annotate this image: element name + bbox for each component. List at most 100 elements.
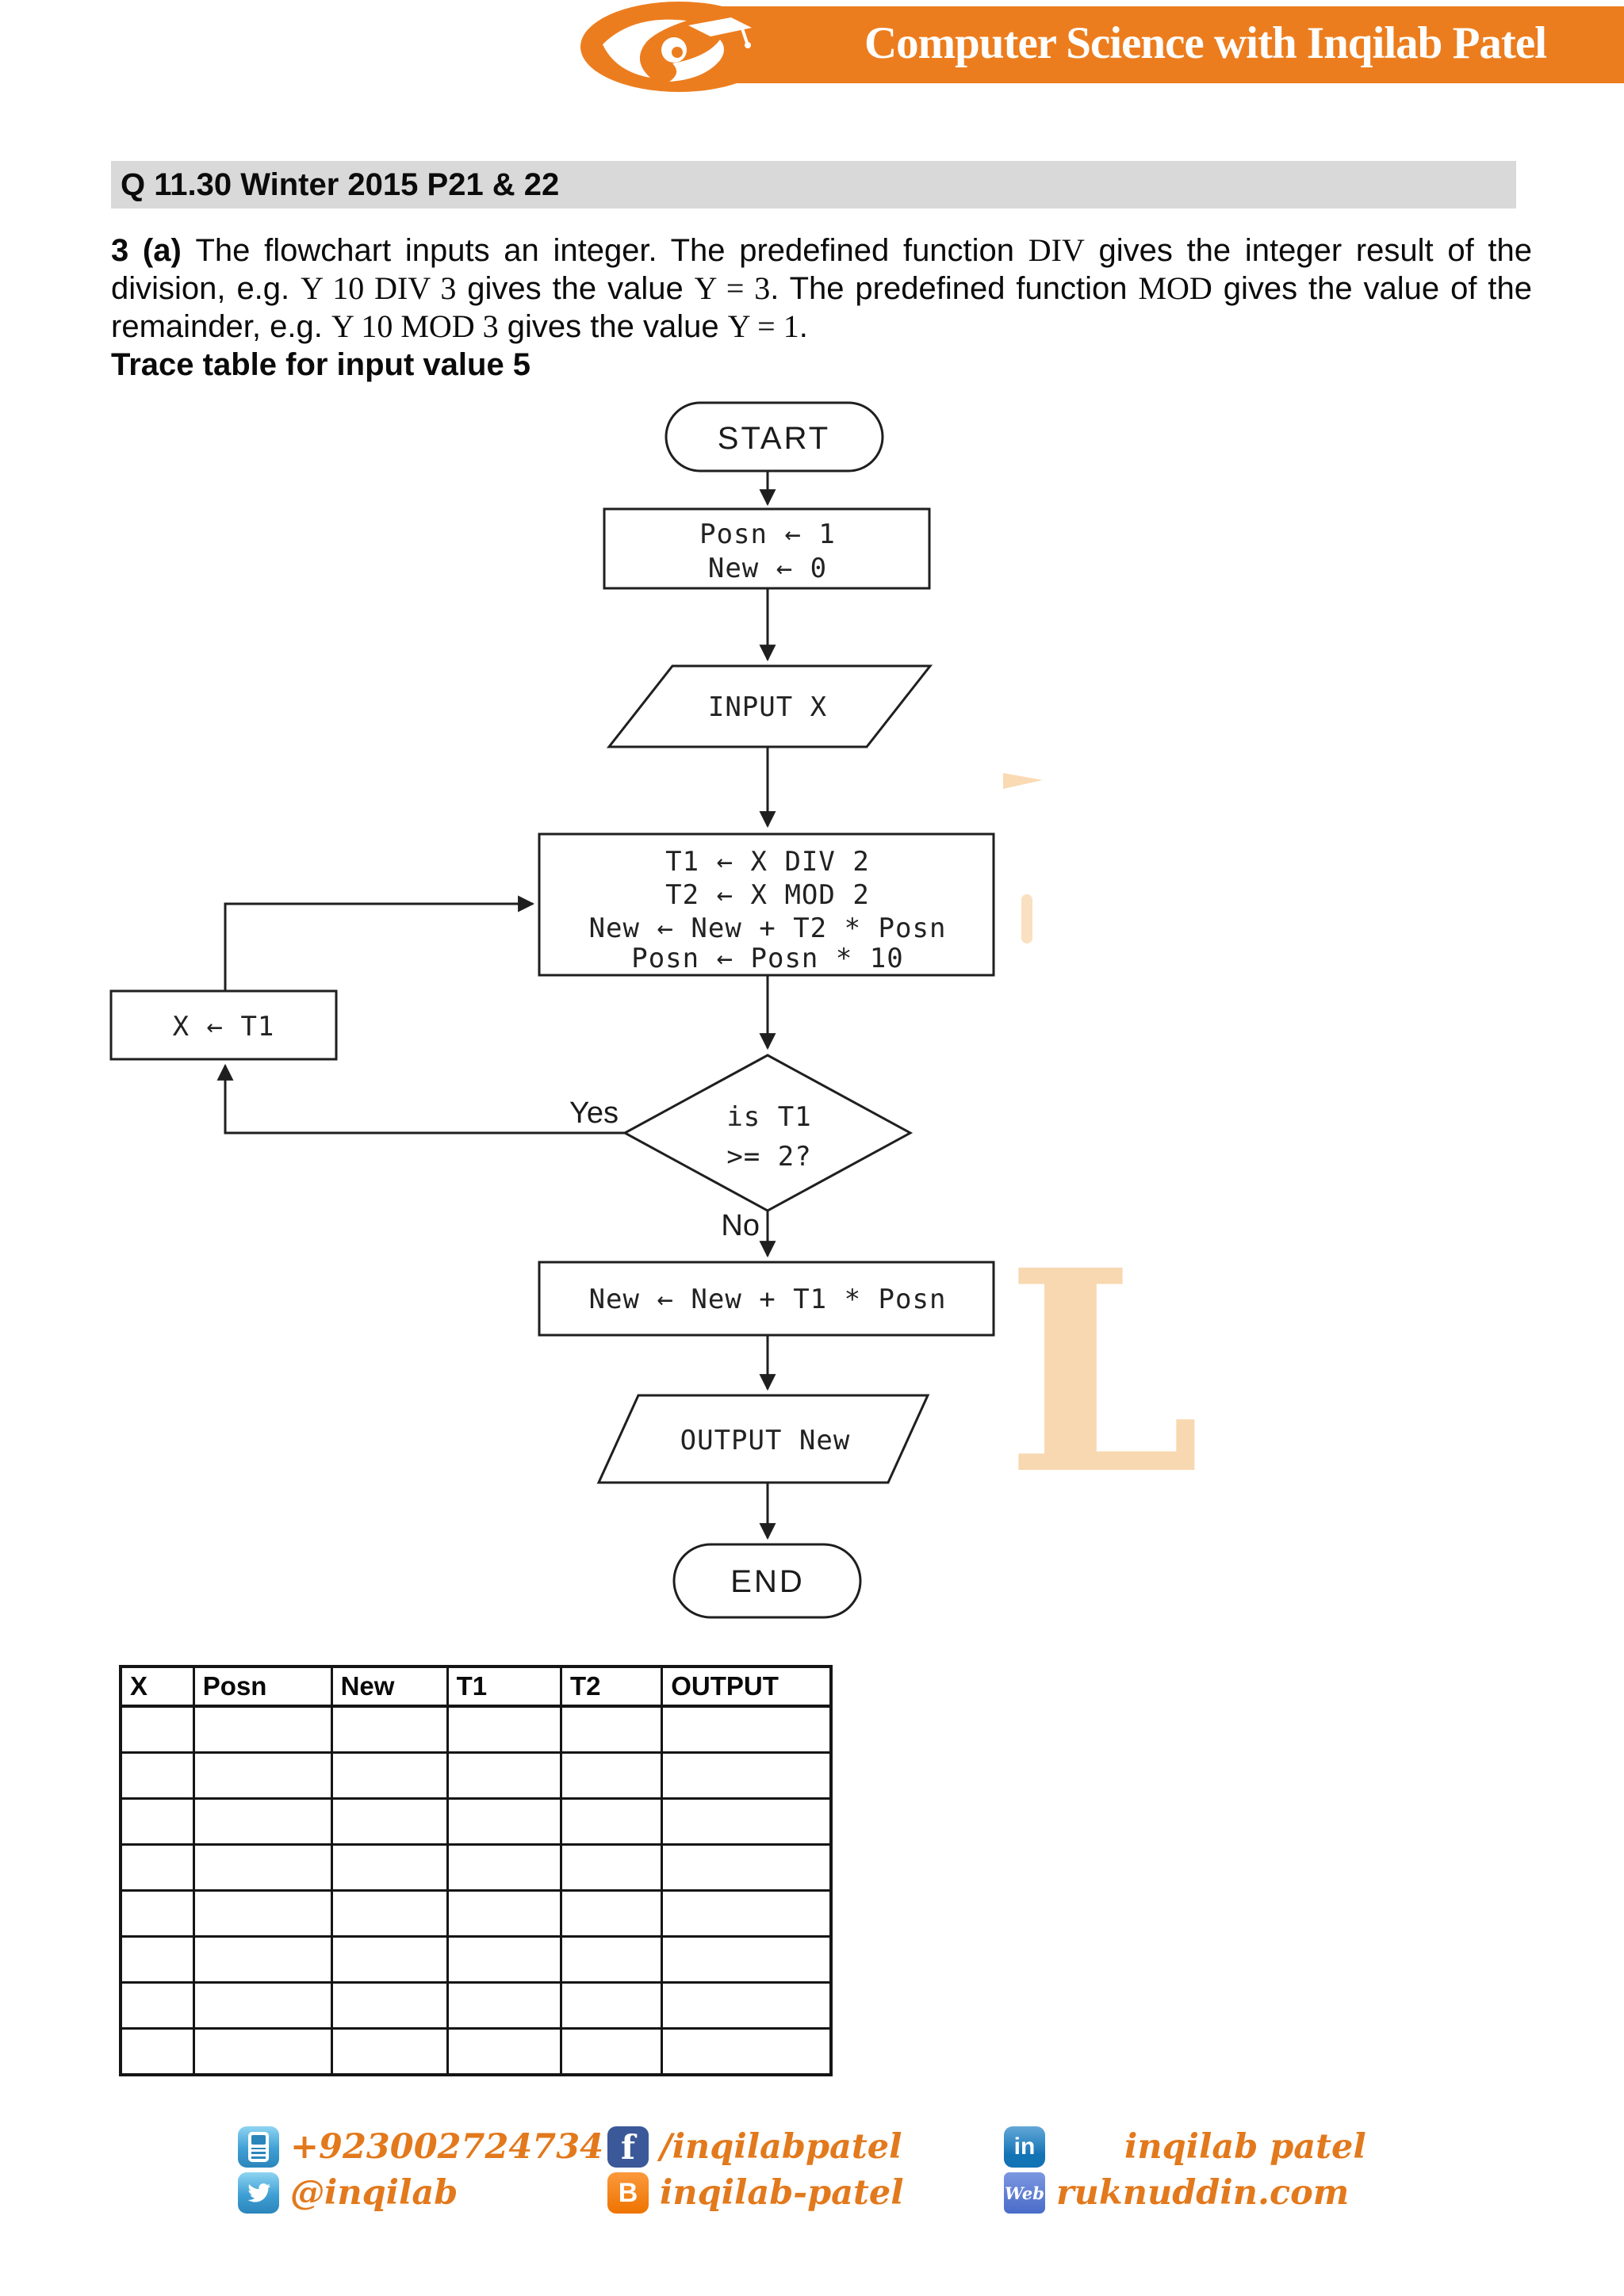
table-cell [119,2027,195,2076]
init-line: New ← 0 [708,553,827,584]
paragraph-segment: Y = 3 [694,270,771,306]
paragraph-segment: gives the integer result of the division… [111,233,1532,306]
linkedin-icon: in [1004,2126,1045,2168]
process-line: T2 ← X MOD 2 [665,879,870,911]
no-branch-label: No [721,1209,760,1242]
footer-website: Web ruknuddin.com [1004,2172,1349,2214]
blogger-handle: inqilab-patel [660,2173,904,2213]
footer-blogger: B inqilab-patel [607,2172,904,2214]
table-cell [119,1705,195,1754]
question-heading: Q 11.30 Winter 2015 P21 & 22 [111,161,1516,209]
table-cell [661,1889,833,1938]
table-row [119,1889,833,1938]
web-icon: Web [1004,2172,1045,2214]
column-header-t1: T1 [446,1665,563,1708]
paragraph-segment: Y 10 MOD 3 [331,308,499,344]
watermark-letter: L [1005,1209,1201,1536]
table-cell [446,1843,563,1892]
decision-line: >= 2? [726,1141,811,1173]
watermark-mark [1021,894,1032,943]
table-cell [192,1935,333,1984]
table-cell [559,1981,664,2030]
trace-table-caption: Trace table for input value 5 [111,347,531,382]
output-label: OUTPUT New [680,1425,851,1456]
input-label: INPUT X [708,691,827,723]
website-url: ruknuddin.com [1056,2173,1350,2213]
paragraph-segment: DIV [1028,232,1085,268]
assign-box [109,989,338,1061]
input-parallelogram [606,664,933,748]
web-glyph: Web [1005,2183,1044,2203]
table-row [119,1935,833,1984]
footer-linkedin: in inqilab patel [1004,2126,1366,2168]
phone-number: +923002724734 [290,2127,604,2167]
paragraph-segment: gives the value [498,309,728,344]
table-cell [446,1705,563,1754]
start-label: START [718,421,830,456]
footer-phone: +923002724734 [238,2126,603,2168]
linkedin-handle: inqilab patel [1124,2127,1366,2167]
brand-logo-icon [580,2,777,92]
blogger-glyph: B [618,2177,638,2208]
final-process-box [538,1261,995,1337]
question-paragraph: 3 (a) The flowchart inputs an integer. T… [111,232,1532,384]
table-row [119,2027,833,2076]
end-label: END [730,1564,804,1599]
table-cell [192,1889,333,1938]
assign-label: X ← T1 [173,1011,275,1043]
table-cell [330,1797,449,1846]
paragraph-segment: Y 10 DIV 3 [301,270,457,306]
table-cell [119,1751,195,1800]
table-cell [446,1981,563,2030]
trace-table: X Posn New T1 T2 OUTPUT [119,1665,833,2076]
twitter-handle: @inqilab [290,2173,458,2213]
table-cell [661,1935,833,1984]
table-cell [330,1843,449,1892]
table-cell [559,1935,664,1984]
paragraph-segment: MOD [1138,270,1212,306]
table-cell [192,1981,333,2030]
facebook-icon: f [607,2126,649,2168]
table-row [119,1751,833,1800]
process-line: Posn ← Posn * 10 [631,943,904,974]
table-cell [661,1797,833,1846]
column-header-x: X [119,1665,195,1708]
table-row [119,1981,833,2030]
facebook-glyph: f [620,2127,636,2167]
table-cell [661,1751,833,1800]
paragraph-segment: . The predefined function [770,271,1139,306]
table-cell [119,1843,195,1892]
table-cell [661,1843,833,1892]
process-line: New ← New + T2 * Posn [589,913,947,944]
decision-line: is T1 [726,1101,811,1133]
column-header-posn: Posn [192,1665,333,1708]
header-banner [679,6,1624,83]
blogger-icon: B [607,2172,649,2214]
question-number: 3 (a) [111,233,196,268]
table-cell [446,1935,563,1984]
table-row [119,1705,833,1754]
yes-branch-label: Yes [569,1096,619,1130]
table-cell [559,1889,664,1938]
yes-loop-line [216,1063,625,1135]
phone-icon [238,2126,279,2168]
final-process-label: New ← New + T1 * Posn [589,1284,947,1315]
table-cell [330,2027,449,2076]
table-cell [446,1889,563,1938]
table-cell [192,1751,333,1800]
decision-diamond [622,1054,914,1212]
init-process-box [603,507,931,590]
init-line: Posn ← 1 [699,519,836,550]
process-line: T1 ← X DIV 2 [665,846,870,878]
table-cell [330,1751,449,1800]
twitter-icon [238,2172,279,2214]
table-cell [119,1981,195,2030]
paragraph-segment: . [799,309,808,344]
table-cell [661,1705,833,1754]
table-cell [330,1981,449,2030]
table-cell [559,1797,664,1846]
output-parallelogram [596,1394,930,1484]
table-cell [330,1889,449,1938]
trace-table-header-row: X Posn New T1 T2 OUTPUT [119,1665,833,1708]
